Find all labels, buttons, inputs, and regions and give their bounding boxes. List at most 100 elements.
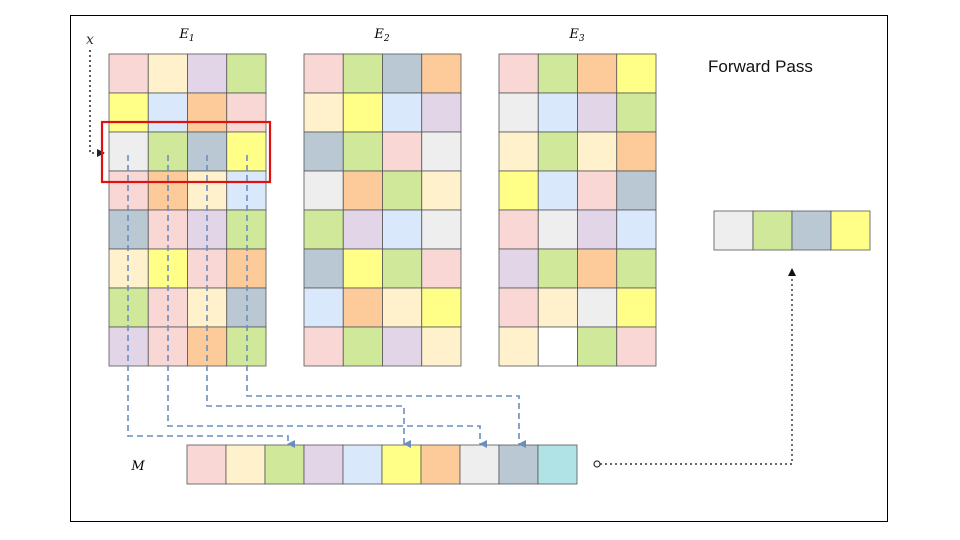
matrix-cell [537, 170, 578, 211]
lookup-arrow-2 [167, 155, 487, 448]
output-cell [791, 210, 832, 251]
matrix-e1 [108, 53, 267, 367]
matrix-cell [303, 131, 344, 172]
matrix-cell [577, 209, 618, 250]
matrix-cell [577, 92, 618, 133]
lookup-arrow-3 [206, 155, 411, 448]
lookup-arrows [127, 155, 526, 448]
matrix-cell [616, 287, 657, 328]
matrix-cell [537, 92, 578, 133]
matrix-cell [303, 170, 344, 211]
matrix-cell [342, 92, 383, 133]
memory-cell [420, 444, 461, 485]
matrix-cell [498, 287, 539, 328]
memory-cell [342, 444, 383, 485]
matrix-cell [498, 170, 539, 211]
matrix-cell [421, 209, 462, 250]
memory-cell [186, 444, 227, 485]
matrix-cell [342, 287, 383, 328]
matrix-cell [342, 326, 383, 367]
matrix-cell [187, 53, 228, 94]
output-cell [830, 210, 871, 251]
matrix-cell [498, 248, 539, 289]
matrix-cell [577, 326, 618, 367]
matrix-cell [382, 170, 423, 211]
forward-pass-title: Forward Pass [708, 57, 813, 76]
output-cell [713, 210, 754, 251]
matrix-cell [342, 248, 383, 289]
matrix-cell [577, 131, 618, 172]
matrix-cell [421, 53, 462, 94]
matrix-cell [342, 209, 383, 250]
memory-cell [225, 444, 266, 485]
matrix-cell [382, 248, 423, 289]
matrix-cell [577, 170, 618, 211]
matrix-cell [382, 326, 423, 367]
matrix-cell [421, 287, 462, 328]
output-vector [713, 210, 871, 251]
matrix-cell [303, 287, 344, 328]
matrix-cell [498, 209, 539, 250]
matrix-cell [616, 131, 657, 172]
matrix-cell [303, 92, 344, 133]
matrix-cell [498, 53, 539, 94]
matrix-cell [303, 326, 344, 367]
matrix-cell [616, 53, 657, 94]
matrix-cell [226, 131, 267, 172]
memory-bank [186, 444, 578, 485]
matrix-cell [421, 92, 462, 133]
matrix-cell [421, 326, 462, 367]
memory-cell [498, 444, 539, 485]
matrix-cell [616, 209, 657, 250]
matrix-cell [537, 326, 578, 367]
matrix-cell [498, 131, 539, 172]
matrix-cell [303, 248, 344, 289]
matrix-cell [147, 92, 188, 133]
matrix-cell [537, 287, 578, 328]
matrix-e3 [498, 53, 657, 367]
matrix-cell [303, 53, 344, 94]
matrix-cell [382, 92, 423, 133]
matrix-cell [498, 92, 539, 133]
matrix-cell [537, 53, 578, 94]
matrix-cell [421, 170, 462, 211]
output-arrow-head-icon [788, 268, 796, 276]
memory-cell [303, 444, 344, 485]
matrix-cell [421, 131, 462, 172]
matrix-e2 [303, 53, 462, 367]
matrix-cell [421, 248, 462, 289]
matrix-cell [108, 53, 149, 94]
memory-m-label: M [130, 459, 145, 474]
memory-cell [537, 444, 578, 485]
memory-cell [264, 444, 305, 485]
memory-output-port-icon [593, 460, 601, 468]
matrix-cell [342, 53, 383, 94]
matrix-cell [382, 53, 423, 94]
matrix-cell [342, 170, 383, 211]
matrix-cell [147, 53, 188, 94]
matrix-cell [342, 131, 383, 172]
matrix-cell [537, 131, 578, 172]
matrix-cell [577, 287, 618, 328]
figure-frame [70, 15, 888, 522]
matrix-cell [226, 92, 267, 133]
output-cell [752, 210, 793, 251]
output-arrow [600, 274, 793, 465]
lookup-arrow-1 [127, 155, 295, 448]
matrix-cell [616, 248, 657, 289]
matrix-cell [226, 53, 267, 94]
matrix-cell [147, 131, 188, 172]
lookup-arrow-4 [246, 155, 526, 448]
matrix-cell [577, 53, 618, 94]
matrix-cell [382, 287, 423, 328]
matrix-cell [537, 209, 578, 250]
matrix-cell [616, 170, 657, 211]
matrix-e2-label: E2 [373, 27, 390, 44]
matrix-cell [187, 92, 228, 133]
matrix-cell [537, 248, 578, 289]
input-x-label: x [86, 32, 94, 48]
matrix-cell [498, 326, 539, 367]
matrix-cell [303, 209, 344, 250]
matrix-cell [577, 248, 618, 289]
